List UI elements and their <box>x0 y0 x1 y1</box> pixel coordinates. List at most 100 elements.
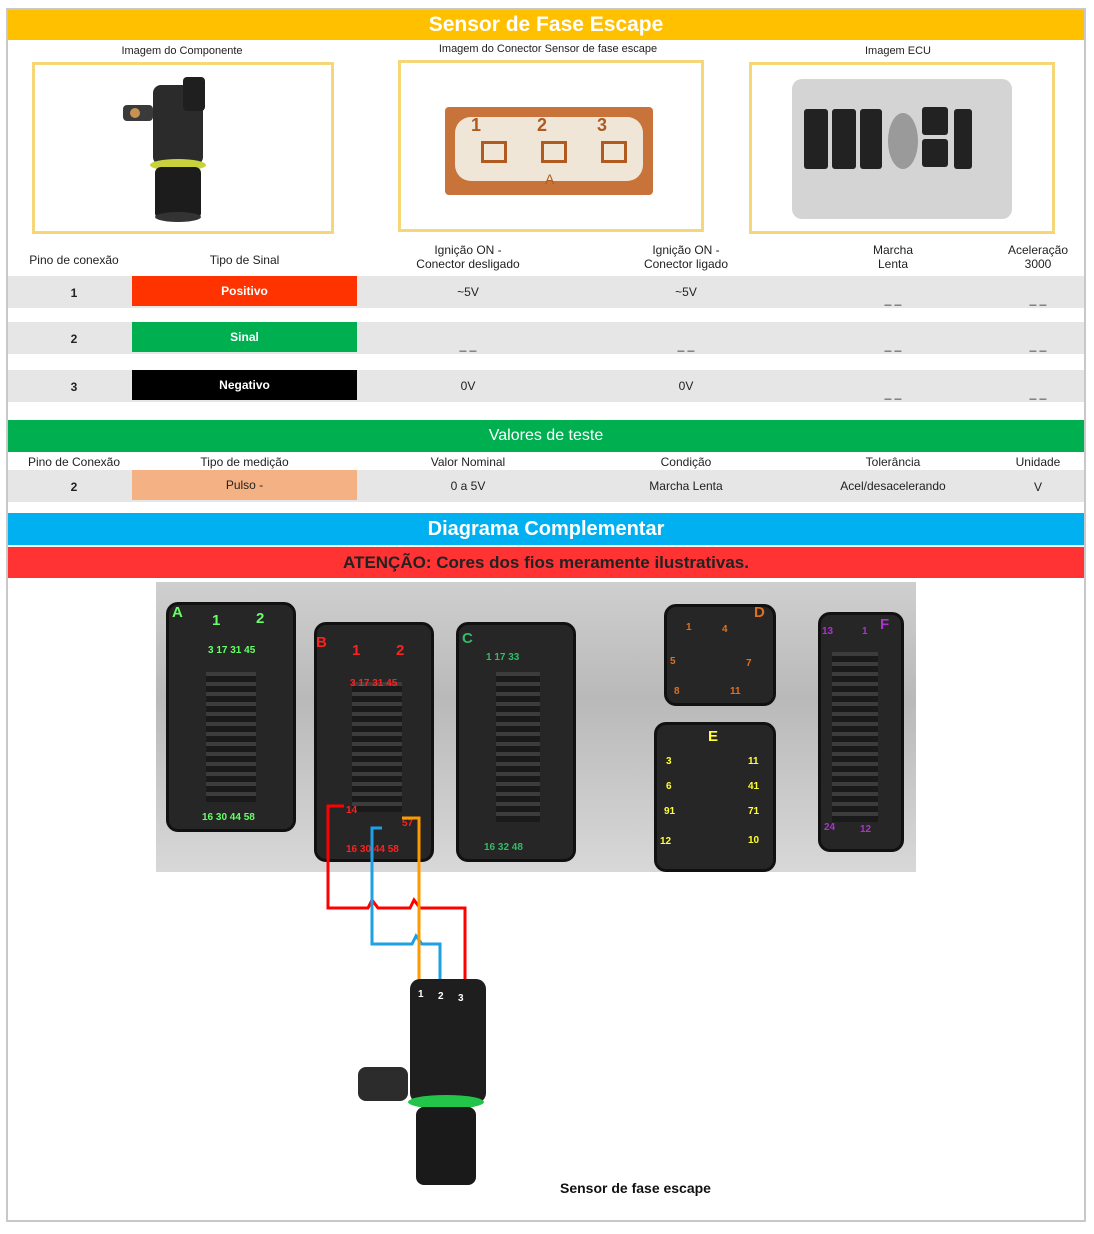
connector-a-group-2: 2 <box>256 610 265 627</box>
connector-f-pin-1: 1 <box>862 626 868 637</box>
col-header-accel: Aceleração 3000 <box>1007 243 1069 271</box>
row-1-accel: _ _ <box>1029 292 1047 306</box>
connector-e-pin-91: 91 <box>664 806 676 817</box>
connector-image: 1 2 3 A <box>398 60 704 232</box>
test-header-unit: Unidade <box>1015 455 1061 469</box>
row-3-idle: _ _ <box>884 386 902 400</box>
connector-b-top-pins: 3 17 31 45 <box>350 678 398 689</box>
ecu-connector-photo: A 1 2 3 17 31 45 16 30 44 58 B 1 2 3 17 … <box>156 582 916 872</box>
row-2-idle: _ _ <box>884 338 902 352</box>
sensor-pin-3: 3 <box>458 993 464 1004</box>
test-row-tolerance: Acel/desacelerando <box>840 479 946 493</box>
connector-a-group-1: 1 <box>212 612 221 629</box>
test-row-pin: 2 <box>70 480 78 494</box>
connector-e-pin-10: 10 <box>748 835 760 846</box>
ecu-photo <box>792 79 1012 219</box>
row-3-signal-badge: Negativo <box>132 370 357 400</box>
wire-red <box>326 804 467 982</box>
row-2-signal-badge: Sinal <box>132 322 357 352</box>
connector-photo: 1 2 3 A <box>445 107 653 195</box>
col-header-ign-off: Ignição ON - Conector desligado <box>416 243 520 271</box>
row-2-ign-off: _ _ <box>459 338 477 352</box>
connector-pin-1: 1 <box>471 115 482 135</box>
sensor-pin-2: 2 <box>438 991 444 1002</box>
connector-image-label: Imagem do Conector Sensor de fase escape <box>438 43 658 55</box>
connector-e-pin-41: 41 <box>748 781 760 792</box>
connector-d-pin-11: 11 <box>730 686 741 697</box>
connector-e-pin-11: 11 <box>748 756 759 767</box>
connector-d-letter: D <box>754 604 765 621</box>
col-header-ign-on: Ignição ON - Conector ligado <box>643 243 729 271</box>
connector-a-letter: A <box>172 604 183 621</box>
connector-pin-2: 2 <box>537 115 548 135</box>
connector-d-pin-7: 7 <box>746 658 752 669</box>
test-values-banner: Valores de teste <box>8 420 1084 452</box>
row-3-accel: _ _ <box>1029 386 1047 400</box>
ecu-image-label: Imagem ECU <box>864 45 932 57</box>
component-image-label: Imagem do Componente <box>121 45 243 57</box>
col-header-signal: Tipo de Sinal <box>209 253 280 267</box>
sensor-photo: 1 2 3 <box>358 975 498 1190</box>
wire-orange <box>402 816 421 982</box>
connector-d-pin-4: 4 <box>722 624 728 635</box>
connector-a-bottom-pins: 16 30 44 58 <box>202 812 255 823</box>
warning-banner: ATENÇÃO: Cores dos fios meramente ilustr… <box>8 547 1084 578</box>
row-1-ign-on: ~5V <box>675 285 697 299</box>
connector-f-pin-24: 24 <box>824 822 836 833</box>
sensor-caption: Sensor de fase escape <box>560 1180 711 1196</box>
ecu-image <box>749 62 1055 234</box>
page-frame: Sensor de Fase Escape Imagem do Componen… <box>6 8 1086 1222</box>
row-1-ign-off: ~5V <box>457 285 479 299</box>
test-row-type-badge: Pulso - <box>132 470 357 500</box>
connector-c-top-pins: 1 17 33 <box>486 652 520 663</box>
connector-b-group-2: 2 <box>396 642 405 659</box>
connector-b-pin-14: 14 <box>346 805 358 816</box>
connector-f-pin-12: 12 <box>860 824 872 835</box>
connector-e-pin-71: 71 <box>748 806 760 817</box>
test-row-unit: V <box>1033 480 1042 494</box>
connector-d-pin-1: 1 <box>686 622 692 633</box>
diagram-banner: Diagrama Complementar <box>8 513 1084 545</box>
test-values-title: Valores de teste <box>488 427 604 444</box>
row-2-accel: _ _ <box>1029 338 1047 352</box>
connector-f-letter: F <box>880 616 890 633</box>
component-image <box>32 62 334 234</box>
col-header-idle: Marcha Lenta <box>872 243 913 271</box>
test-header-pin: Pino de Conexão <box>27 455 121 469</box>
test-header-nominal: Valor Nominal <box>430 455 506 469</box>
connector-e-letter: E <box>708 728 719 745</box>
connector-d <box>664 604 776 706</box>
connector-b-group-1: 1 <box>352 642 361 659</box>
connector-d-pin-5: 5 <box>670 656 676 667</box>
connector-e-pin-12: 12 <box>660 836 672 847</box>
connector-pin-3: 3 <box>597 115 608 135</box>
sensor-illustration <box>123 77 206 222</box>
row-1-pin: 1 <box>70 286 78 300</box>
warning-text: ATENÇÃO: Cores dos fios meramente ilustr… <box>343 552 749 572</box>
row-2-ign-on: _ _ <box>677 338 695 352</box>
test-header-condition: Condição <box>660 455 712 469</box>
row-2-pin: 2 <box>70 332 78 346</box>
connector-b-pin-57: 57 <box>402 818 414 829</box>
connector-e-pin-6: 6 <box>666 781 672 792</box>
page-title: Sensor de Fase Escape <box>428 13 664 36</box>
connector-c-letter: C <box>462 630 473 647</box>
test-header-tolerance: Tolerância <box>865 455 921 469</box>
title-banner: Sensor de Fase Escape <box>8 10 1084 40</box>
sensor-pin-1: 1 <box>418 989 424 1000</box>
test-header-type: Tipo de medição <box>200 455 289 469</box>
connector-c-bottom-pins: 16 32 48 <box>484 842 523 853</box>
row-1-idle: _ _ <box>884 292 902 306</box>
row-1-signal-badge: Positivo <box>132 276 357 306</box>
row-3-pin: 3 <box>70 380 78 394</box>
wire-blue <box>370 826 442 982</box>
diagram-title: Diagrama Complementar <box>427 517 665 540</box>
connector-a-top-pins: 3 17 31 45 <box>208 645 256 656</box>
connector-e <box>654 722 776 872</box>
col-header-pin: Pino de conexão <box>29 253 119 267</box>
connector-b-letter: B <box>316 634 327 651</box>
connector-f-pin-13: 13 <box>822 626 834 637</box>
test-row-nominal: 0 a 5V <box>450 479 486 493</box>
row-3-ign-off: 0V <box>460 379 476 393</box>
connector-e-pin-3: 3 <box>666 756 672 767</box>
